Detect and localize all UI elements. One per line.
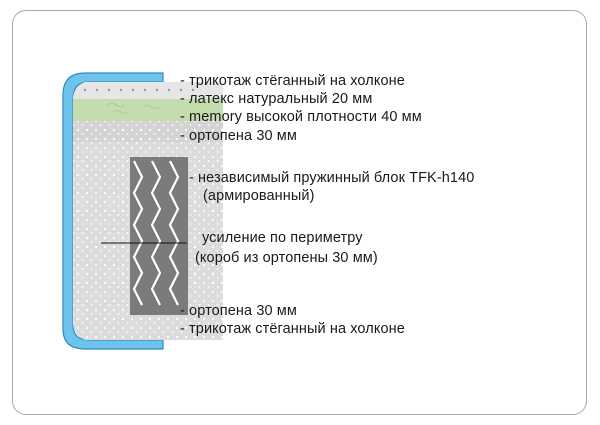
label-orthofoam-top: - ортопена 30 мм <box>180 128 297 144</box>
diagram-frame: - трикотаж стёганный на холконе - латекс… <box>12 10 587 415</box>
label-spring-block: - независимый пружинный блок TFK-h140 <box>189 170 475 186</box>
label-bottom-cover: - трикотаж стёганный на холконе <box>180 321 405 337</box>
label-perimeter: усиление по периметру <box>202 230 363 246</box>
spring-coil <box>150 160 162 306</box>
label-orthofoam-bottom: - ортопена 30 мм <box>180 303 297 319</box>
top-quilting-strip <box>73 82 223 99</box>
latex-layer <box>73 99 223 121</box>
label-top-cover: - трикотаж стёганный на холконе <box>180 73 405 89</box>
label-latex: - латекс натуральный 20 мм <box>180 91 373 107</box>
label-memory: - memory высокой плотности 40 мм <box>180 109 422 125</box>
spring-coil <box>168 160 180 306</box>
label-spring-block-note: (армированный) <box>203 188 315 204</box>
mattress-cross-section <box>62 72 223 350</box>
spring-coil <box>132 160 144 306</box>
label-perimeter-note: (короб из ортопены 30 мм) <box>195 250 378 266</box>
